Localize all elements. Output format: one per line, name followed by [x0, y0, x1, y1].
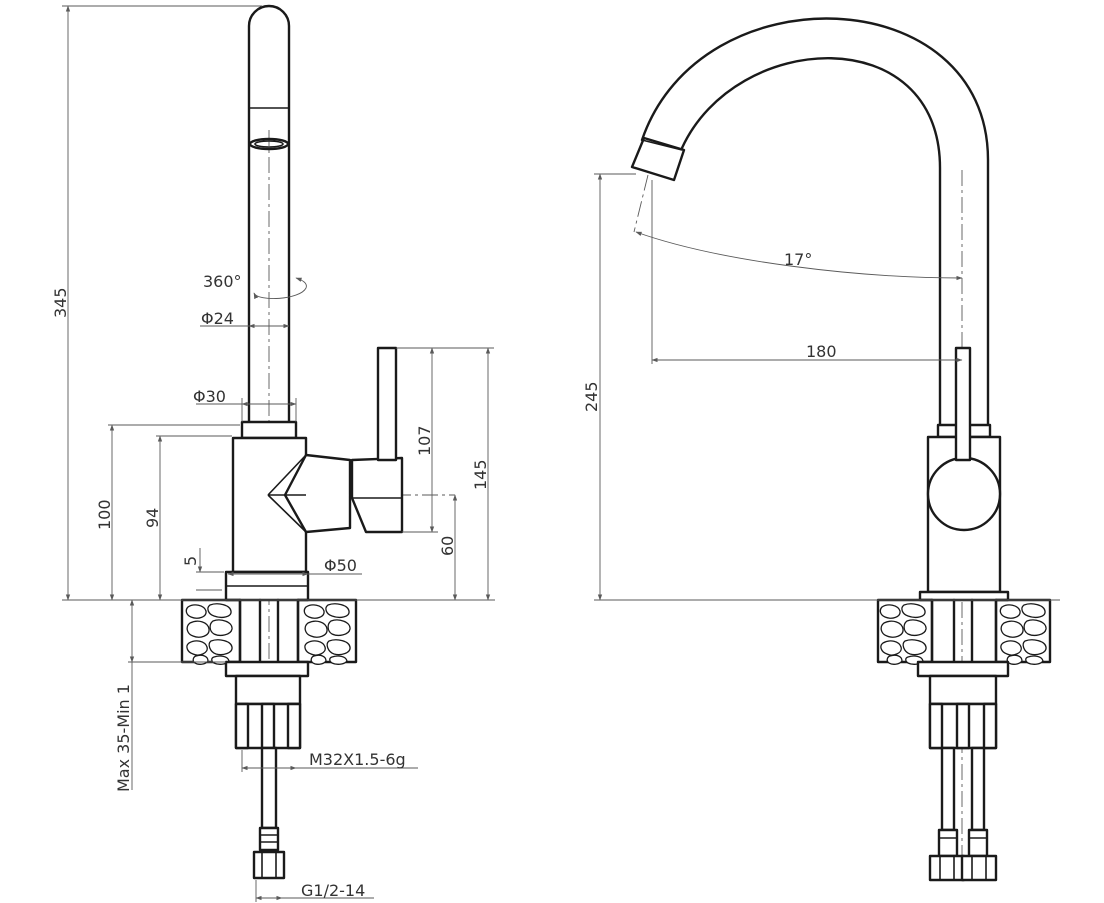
label-spout-height: 245: [582, 381, 601, 412]
label-handle-axis: 60: [438, 536, 457, 556]
label-angle: 17°: [784, 250, 812, 269]
side-view-dimensions: [62, 5, 495, 902]
label-dia-collar: Φ30: [193, 387, 226, 406]
side-view: [180, 4, 455, 880]
dimension-labels: 345 360° Φ24 Φ30 100 94 5 Φ50 107 145 60…: [51, 250, 837, 900]
label-reach: 180: [806, 342, 837, 361]
label-thread-hose: G1/2-14: [301, 881, 365, 900]
collar: [240, 420, 298, 440]
cartridge-housing: [283, 453, 352, 534]
gooseneck-spout: [640, 17, 990, 430]
front-handle-lever: [954, 346, 972, 462]
label-dia-spout: Φ24: [201, 309, 234, 328]
label-dia-base: Φ50: [324, 556, 357, 575]
supply-hose: [260, 746, 278, 830]
front-view: [630, 17, 1052, 882]
label-handle-length: 107: [415, 425, 434, 456]
threaded-shank: [234, 674, 302, 706]
label-height-handle-base: 100: [95, 499, 114, 530]
spout-tube: [247, 4, 291, 424]
label-gap-small: 5: [181, 556, 200, 566]
mounting-washer: [224, 660, 310, 678]
handle-cap: [350, 456, 404, 534]
label-mount-thickness: Max 35-Min 1: [114, 684, 133, 792]
hose-nut: [252, 850, 286, 880]
front-view-dimensions: [594, 173, 1060, 601]
label-rotation: 360°: [203, 272, 242, 291]
label-thread-main: M32X1.5-6g: [309, 750, 406, 769]
label-height-body: 94: [143, 508, 162, 528]
spout-aerator: [630, 136, 686, 182]
handle-knob: [926, 456, 1002, 532]
label-height-handle-top: 145: [471, 459, 490, 490]
label-height-total: 345: [51, 287, 70, 318]
aerator-ring: [248, 137, 290, 151]
handle-lever: [376, 346, 398, 462]
